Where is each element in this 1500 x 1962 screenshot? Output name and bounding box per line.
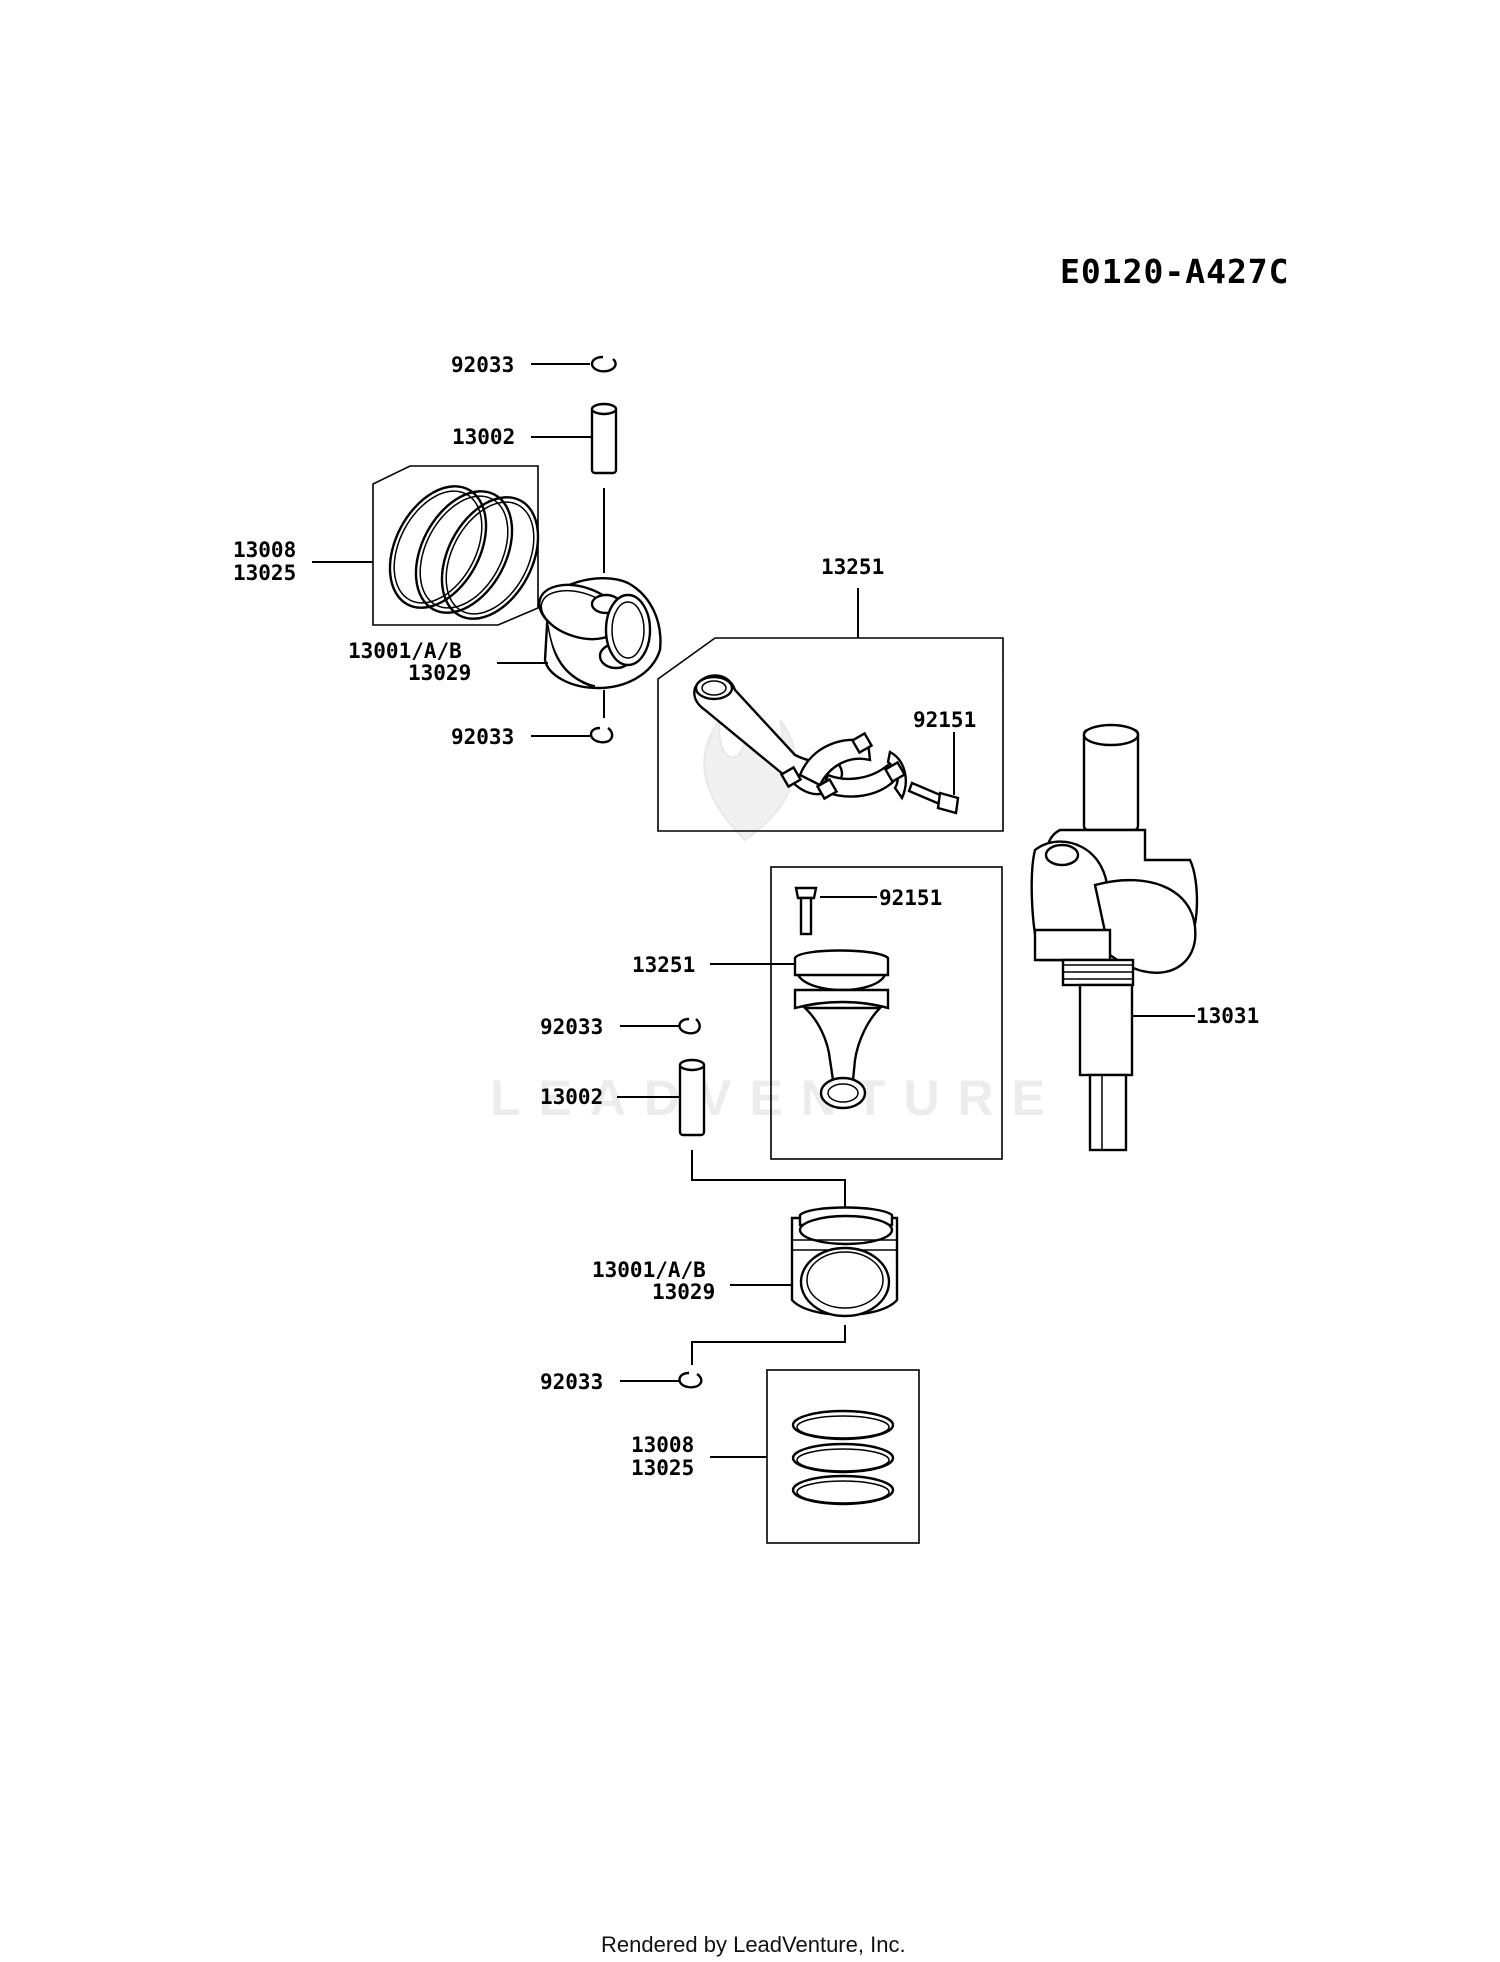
label-circlip-bottom-1: 92033	[540, 1015, 603, 1039]
circlip-bottom-2[interactable]	[678, 1371, 703, 1389]
piston-bottom[interactable]	[790, 1206, 899, 1318]
footer-credit: Rendered by LeadVenture, Inc.	[601, 1932, 906, 1957]
label-circlip-top-2: 92033	[451, 725, 514, 749]
leader-line	[691, 1150, 846, 1213]
circlip-top-1[interactable]	[590, 355, 617, 373]
label-rod-assy-top: 13251	[821, 555, 884, 579]
piston-top[interactable]	[532, 575, 662, 690]
label-piston-bottom-1: 13001/A/B	[592, 1258, 706, 1282]
connecting-rod-bottom[interactable]	[770, 866, 1003, 1160]
label-pin-bottom: 13002	[540, 1085, 603, 1109]
crankshaft[interactable]	[1030, 723, 1199, 1152]
label-rings-top-1: 13008	[233, 538, 296, 562]
connecting-rod-top[interactable]	[657, 637, 1004, 832]
label-rings-bottom-1: 13008	[631, 1433, 694, 1457]
label-bolt-bottom: 92151	[879, 886, 942, 910]
label-rings-top-2: 13025	[233, 561, 296, 585]
leader-line	[691, 1325, 846, 1365]
label-rings-bottom-2: 13025	[631, 1456, 694, 1480]
label-pin-top: 13002	[452, 425, 515, 449]
circlip-top-2[interactable]	[589, 726, 614, 744]
piston-pin-top[interactable]	[590, 402, 618, 475]
label-piston-top-2: 13029	[408, 661, 471, 685]
label-rod-assy-bottom: 13251	[632, 953, 695, 977]
watermark-text: LEADVENTURE	[490, 1070, 1063, 1126]
label-circlip-bottom-2: 92033	[540, 1370, 603, 1394]
label-circlip-top-1: 92033	[451, 353, 514, 377]
diagram-code: E0120-A427C	[1060, 252, 1290, 291]
piston-rings-top[interactable]	[370, 465, 557, 635]
piston-rings-bottom[interactable]	[766, 1369, 920, 1544]
label-piston-top-1: 13001/A/B	[348, 639, 462, 663]
label-bolt-top: 92151	[913, 708, 976, 732]
label-crankshaft: 13031	[1196, 1004, 1259, 1028]
circlip-bottom-1[interactable]	[678, 1017, 701, 1035]
piston-pin-bottom[interactable]	[678, 1058, 706, 1137]
watermark: LEADVENTURE	[490, 716, 1063, 1126]
label-piston-bottom-2: 13029	[652, 1280, 715, 1304]
